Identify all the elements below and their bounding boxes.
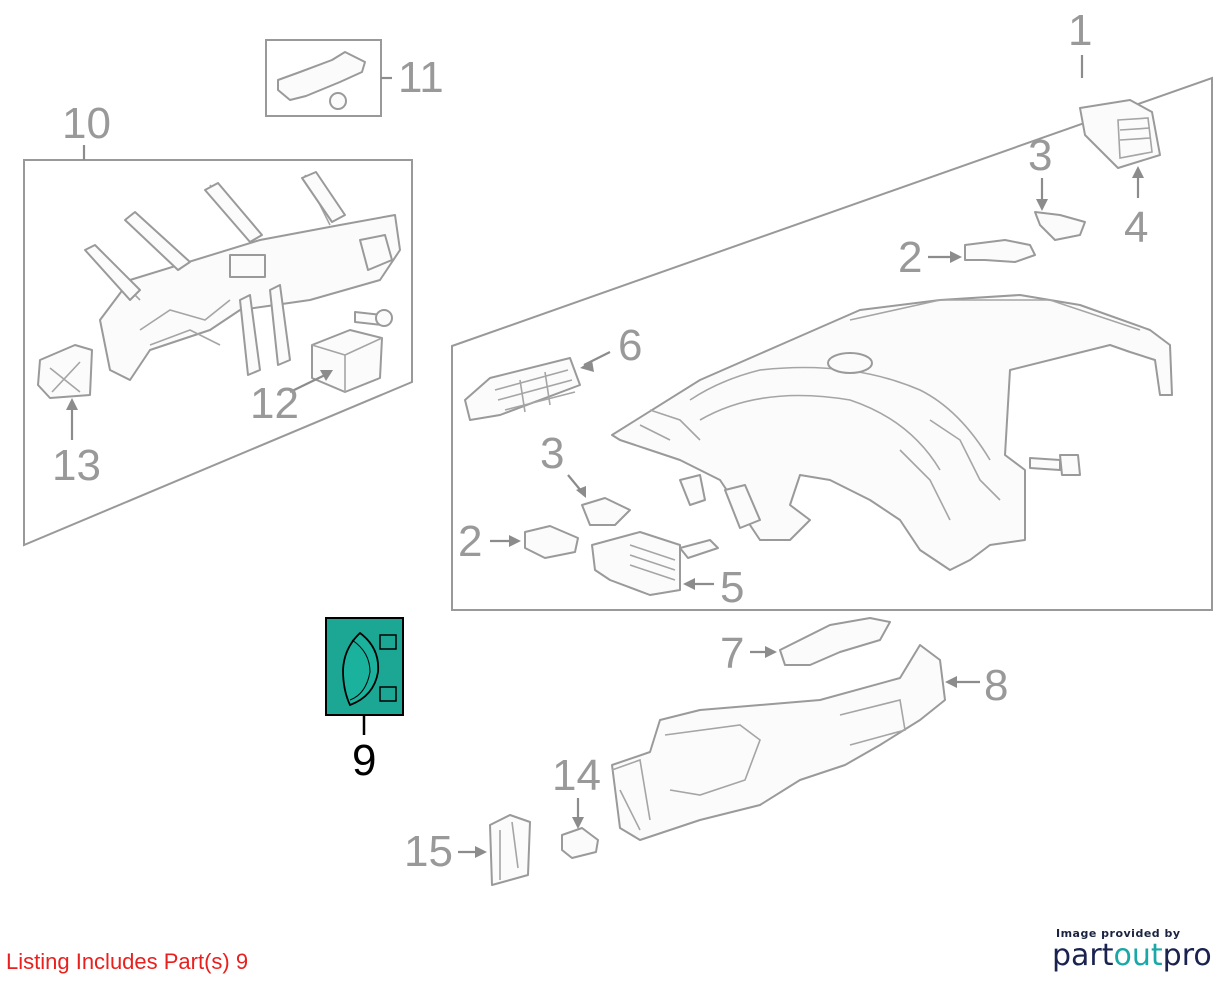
callout-labels: 1 2 2 3 3 4 5 6 7 8 9 10 11 12 13 14 15 bbox=[52, 6, 1148, 876]
callout-8: 8 bbox=[984, 661, 1008, 710]
callout-9: 9 bbox=[352, 736, 376, 785]
partoutpro-logo: partoutpro bbox=[1052, 938, 1212, 974]
group-box-1 bbox=[451, 76, 1213, 611]
frame-group-10 bbox=[23, 145, 413, 547]
part-13-bracket bbox=[37, 344, 93, 399]
part-5-vent bbox=[591, 531, 681, 596]
callout-15: 15 bbox=[404, 827, 453, 876]
part-9-highlight[interactable] bbox=[325, 617, 404, 735]
brand-pro: pro bbox=[1162, 938, 1212, 973]
part-14-clip bbox=[561, 827, 599, 859]
image-credit: Image provided by partoutpro bbox=[1052, 927, 1212, 974]
callout-13: 13 bbox=[52, 441, 101, 490]
callout-5: 5 bbox=[720, 563, 744, 612]
part-11-bracket bbox=[277, 51, 366, 101]
callout-12: 12 bbox=[250, 379, 299, 428]
instrument-panel-group-1 bbox=[451, 55, 1213, 611]
part-3-upper bbox=[1034, 211, 1086, 241]
part-7-bracket bbox=[779, 617, 891, 666]
callout-6: 6 bbox=[618, 321, 642, 370]
brand-out: out bbox=[1113, 938, 1163, 973]
part-3-lower bbox=[581, 497, 631, 526]
part-11-box bbox=[265, 39, 392, 117]
callout-10: 10 bbox=[62, 99, 111, 148]
callout-4: 4 bbox=[1124, 203, 1148, 252]
part-2-upper bbox=[964, 239, 1036, 263]
callout-2-upper: 2 bbox=[898, 233, 922, 282]
part-2-lower bbox=[524, 525, 579, 559]
part-8-glovebox bbox=[611, 644, 946, 841]
callout-2-lower: 2 bbox=[458, 517, 482, 566]
callout-3-upper: 3 bbox=[1028, 131, 1052, 180]
part-12-bracket bbox=[311, 329, 383, 393]
credit-caption: Image provided by bbox=[1056, 927, 1181, 940]
lower-parts bbox=[458, 617, 980, 886]
callout-11: 11 bbox=[398, 53, 444, 102]
brand-part: part bbox=[1052, 938, 1114, 973]
callout-1: 1 bbox=[1068, 6, 1092, 55]
group-box-10 bbox=[23, 159, 413, 547]
instrument-panel-part bbox=[611, 294, 1173, 571]
callout-7: 7 bbox=[720, 629, 744, 678]
callout-3-lower: 3 bbox=[540, 429, 564, 478]
part-4-vent bbox=[1079, 99, 1161, 169]
part-6-vent bbox=[464, 357, 581, 421]
listing-note: Listing Includes Part(s) 9 bbox=[6, 949, 249, 974]
callout-14: 14 bbox=[552, 751, 601, 800]
part-15-bracket bbox=[489, 814, 531, 886]
